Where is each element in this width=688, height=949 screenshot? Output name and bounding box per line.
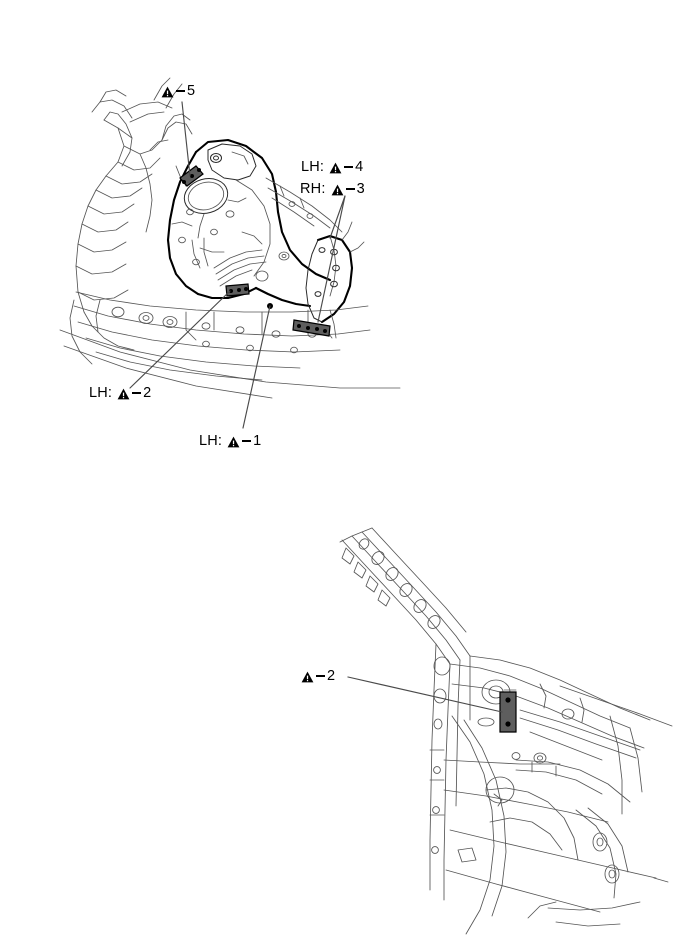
callout-3-dash <box>345 188 355 191</box>
quarter-inner-panel <box>449 655 673 761</box>
leader-line-3 <box>317 195 346 323</box>
leader-line-group <box>129 101 346 429</box>
callout-4-number: 4 <box>355 159 364 175</box>
callout-4: LH: 4 <box>301 160 363 175</box>
callout-2-lower-number: 2 <box>327 668 336 684</box>
weld-strip-5 <box>179 165 204 187</box>
callout-2-upper-dash <box>132 392 142 395</box>
roof-side-rail <box>339 527 471 665</box>
apron-rib-detail <box>191 237 267 287</box>
leader-line-5 <box>181 101 191 177</box>
callout-3-side: RH: <box>300 181 326 197</box>
callout-4-side: LH: <box>301 159 325 175</box>
apron-panel-detail <box>171 179 290 282</box>
callout-1-dash <box>242 440 252 443</box>
leader-line-2-lower <box>347 676 503 713</box>
warning-triangle-icon <box>301 671 314 683</box>
warning-triangle-icon <box>161 86 174 98</box>
upper-right-rail <box>265 177 343 233</box>
warning-triangle-icon <box>117 388 130 400</box>
callout-2-upper-side: LH: <box>89 385 113 401</box>
center-pillar <box>429 643 471 901</box>
callout-1: LH: 1 <box>199 434 261 449</box>
callout-2-upper-number: 2 <box>143 385 152 401</box>
callout-5: 5 <box>156 84 195 99</box>
rocker-and-floor <box>443 759 657 913</box>
upper-left-rail <box>121 77 183 123</box>
callout-2-lower-dash <box>316 675 325 678</box>
callout-1-number: 1 <box>253 433 262 449</box>
upper-bracket-plate <box>207 143 257 181</box>
leader-line-4 <box>329 195 346 239</box>
callout-2-upper: LH: 2 <box>89 386 151 401</box>
warning-triangle-icon <box>227 436 240 448</box>
upper-diagram-lineart <box>59 77 401 429</box>
weld-strip-3-4 <box>292 319 331 337</box>
wheel-house-arch <box>451 715 631 935</box>
callout-3: RH: 3 <box>300 182 365 197</box>
lower-reinforcement-bracket <box>527 807 641 927</box>
callout-4-dash <box>344 166 354 169</box>
callout-5-dash <box>176 90 185 93</box>
callout-5-number: 5 <box>187 83 196 99</box>
lower-guide-contours <box>59 329 401 399</box>
leader-line-1 <box>242 305 271 429</box>
lower-diagram-lineart <box>339 527 673 935</box>
warning-triangle-icon <box>331 184 344 196</box>
lower-body-diagram <box>0 470 688 949</box>
weld-strip-lower-2 <box>499 691 517 733</box>
callout-3-number: 3 <box>356 181 365 197</box>
leader-line-2 <box>129 290 231 389</box>
cowl-panel-group <box>69 89 193 365</box>
leader-line-group-lower <box>347 676 503 713</box>
callout-2-lower: 2 <box>296 669 335 684</box>
weld-strip-2 <box>225 283 250 297</box>
callout-1-side: LH: <box>199 433 223 449</box>
right-lower-panel-edge <box>609 715 669 883</box>
warning-triangle-icon <box>329 162 342 174</box>
upper-body-diagram <box>0 0 688 470</box>
shock-tower-dome <box>175 165 247 239</box>
